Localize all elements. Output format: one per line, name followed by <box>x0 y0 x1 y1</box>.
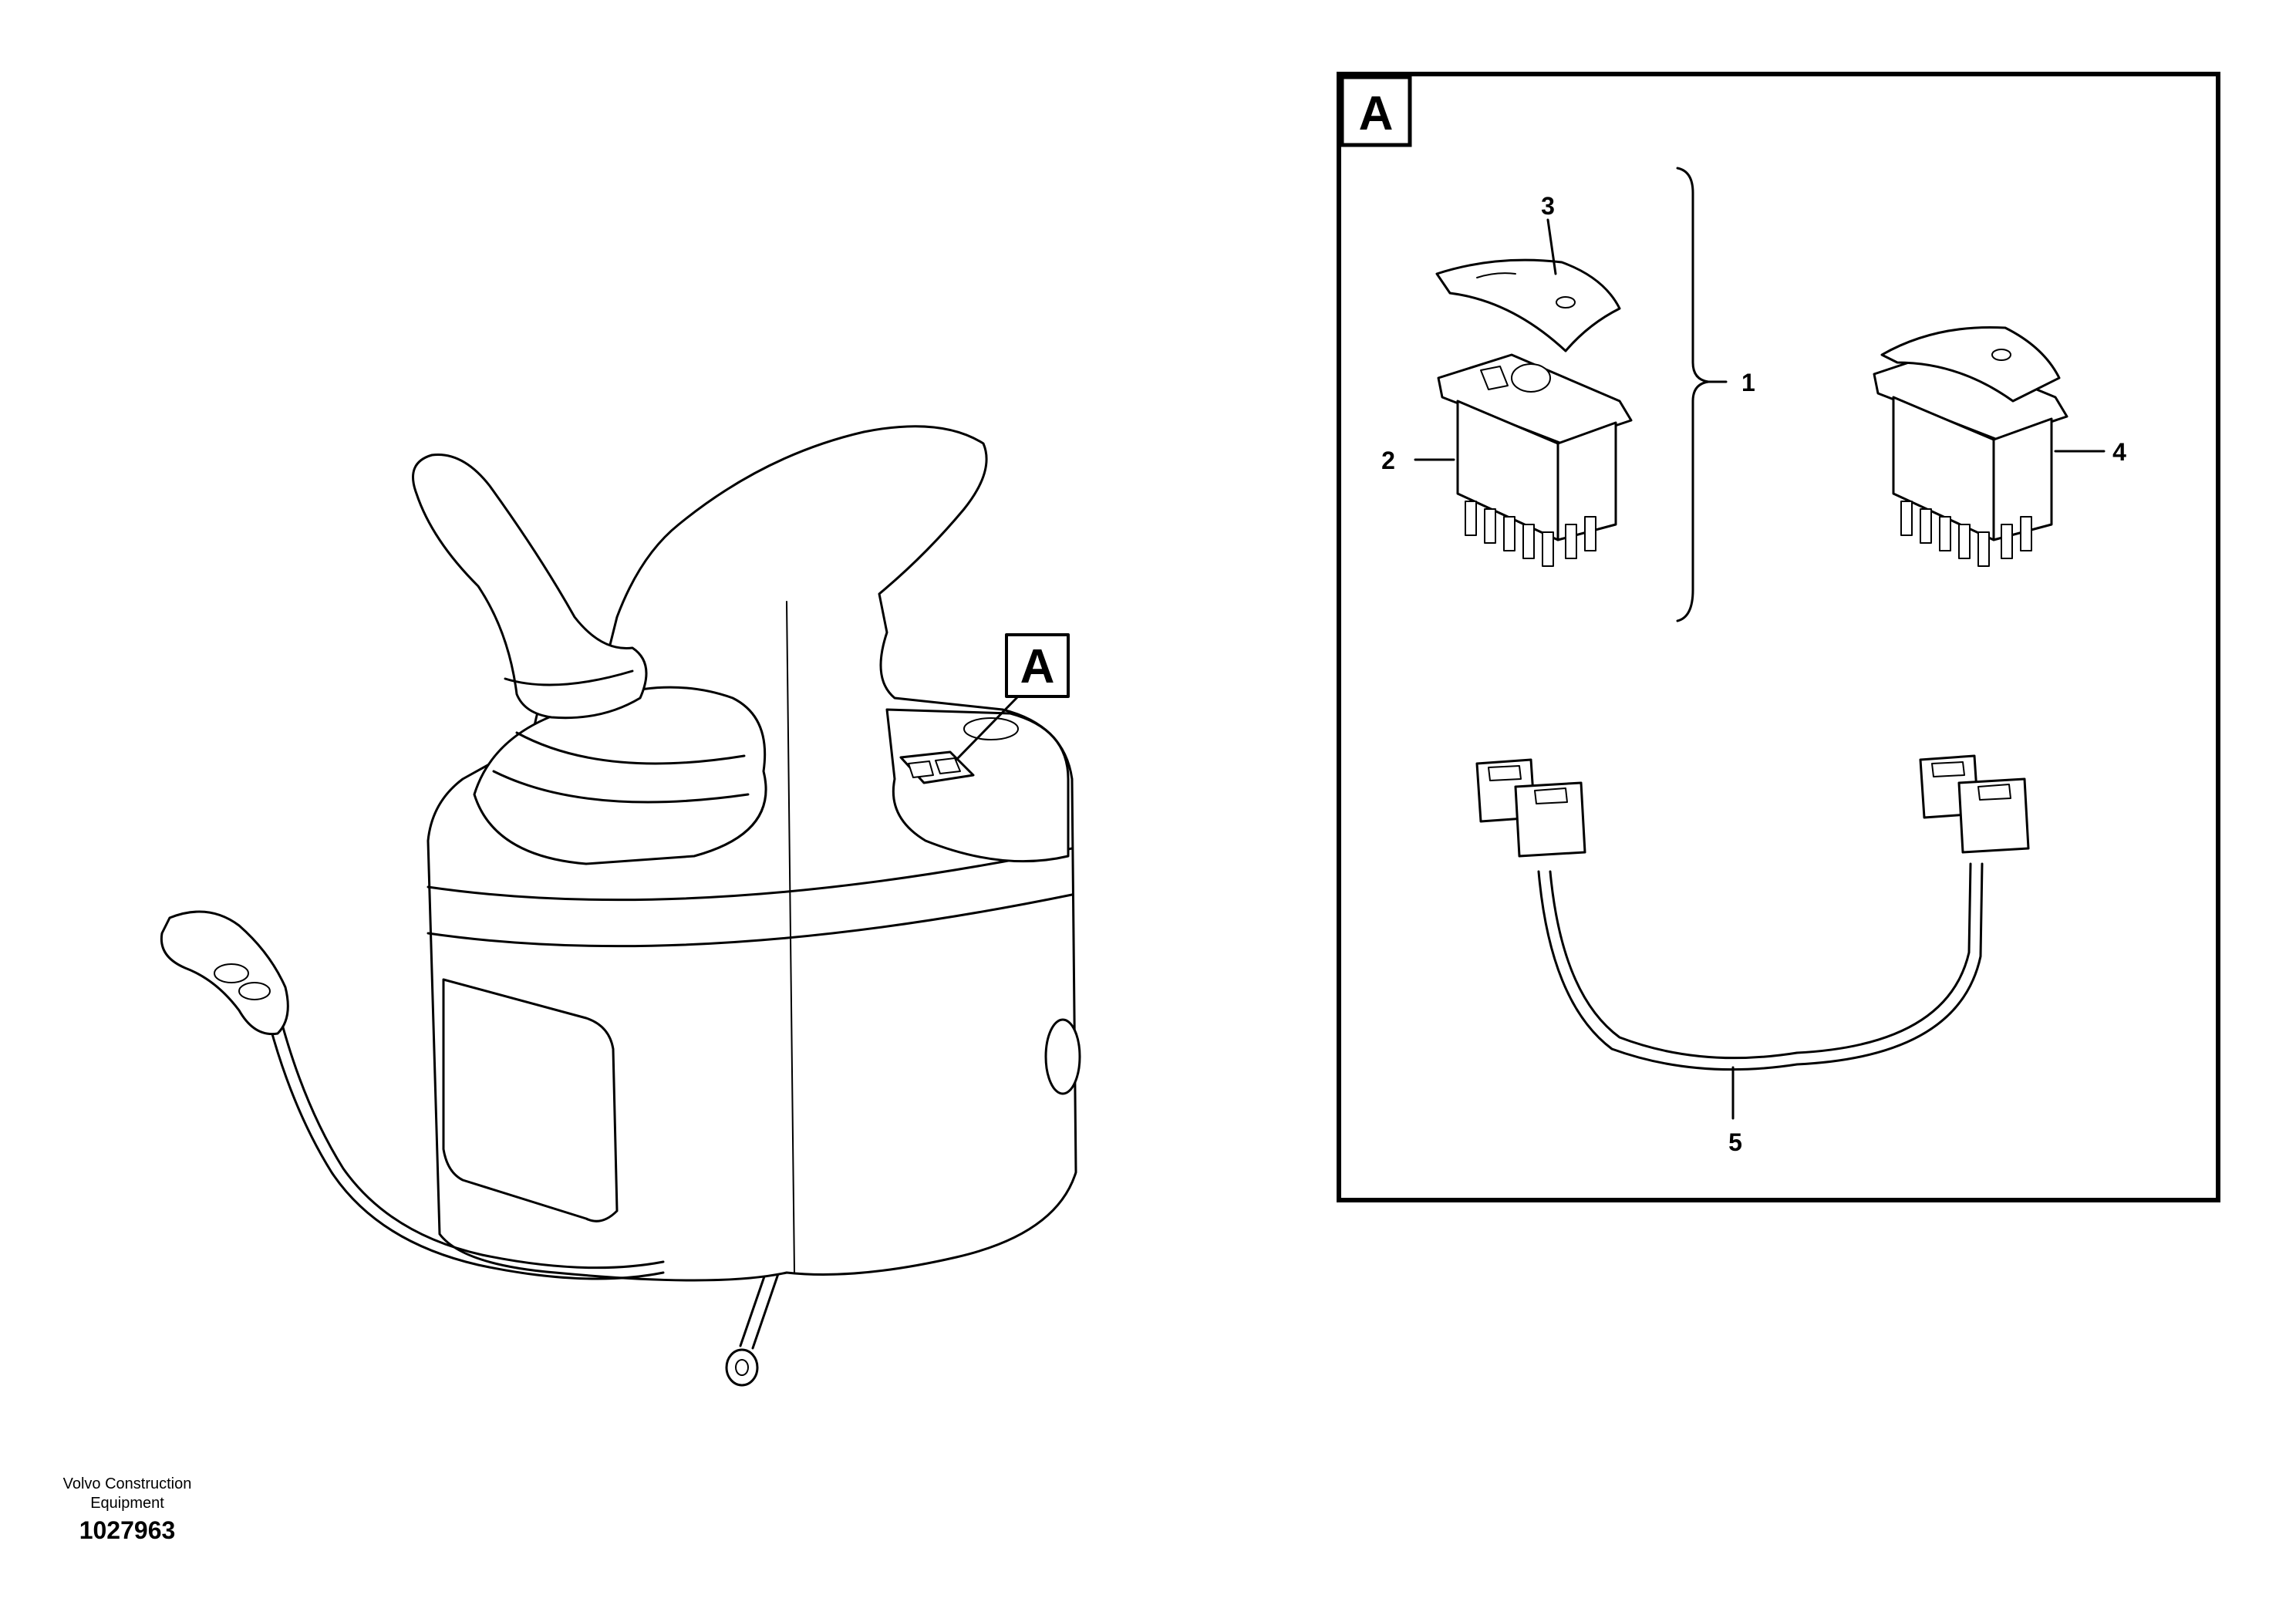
ring-terminal <box>725 1348 759 1387</box>
side-knob <box>1044 1018 1081 1095</box>
console-window <box>442 978 619 1222</box>
drawing-number: 1027963 <box>79 1516 176 1544</box>
detail-a-label: A <box>1359 87 1394 140</box>
brand-label: Volvo Construction Equipment <box>31 1475 224 1513</box>
joystick-console: A <box>160 425 1081 1387</box>
callout-2: 2 <box>1381 447 1395 474</box>
remote-cable <box>268 1020 665 1280</box>
brand-line-1: Volvo Construction <box>62 1475 192 1492</box>
switch-cap <box>1435 258 1621 352</box>
detail-a-label-box <box>1340 75 1412 147</box>
joystick-boot <box>473 686 767 865</box>
callout-1: 1 <box>1741 369 1755 396</box>
rocker-switch-2 <box>1437 353 1633 567</box>
detail-a-tag-letter: A <box>1020 640 1055 693</box>
detail-a-tag <box>1005 633 1070 698</box>
detail-a-frame <box>1337 72 2220 1202</box>
joystick-handle <box>412 454 648 720</box>
jumper-cable <box>1475 754 2030 1071</box>
callout-5: 5 <box>1728 1128 1742 1156</box>
detail-a-panel: A <box>1337 72 2220 1202</box>
callout-3: 3 <box>1541 192 1555 220</box>
assembly-brace <box>1676 167 1710 622</box>
hand-remote <box>160 910 289 1036</box>
callout-4: 4 <box>2112 438 2126 466</box>
brand-line-2: Equipment <box>90 1495 164 1512</box>
rocker-switch-4 <box>1873 325 2068 567</box>
